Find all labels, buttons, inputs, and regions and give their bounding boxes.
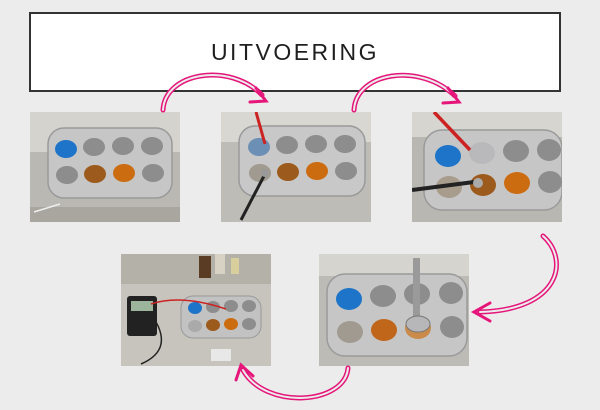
photo-step-4 [121, 254, 271, 366]
photo-step-1 [30, 112, 180, 222]
photo-step-2 [221, 112, 371, 222]
photo-step-5 [319, 254, 469, 366]
slide-title: UITVOERING [210, 38, 380, 65]
title-box: UITVOERING [29, 12, 561, 92]
curved-arrow-icon [470, 233, 559, 323]
curved-arrow-icon [234, 362, 351, 401]
photo-step-3 [412, 112, 562, 222]
